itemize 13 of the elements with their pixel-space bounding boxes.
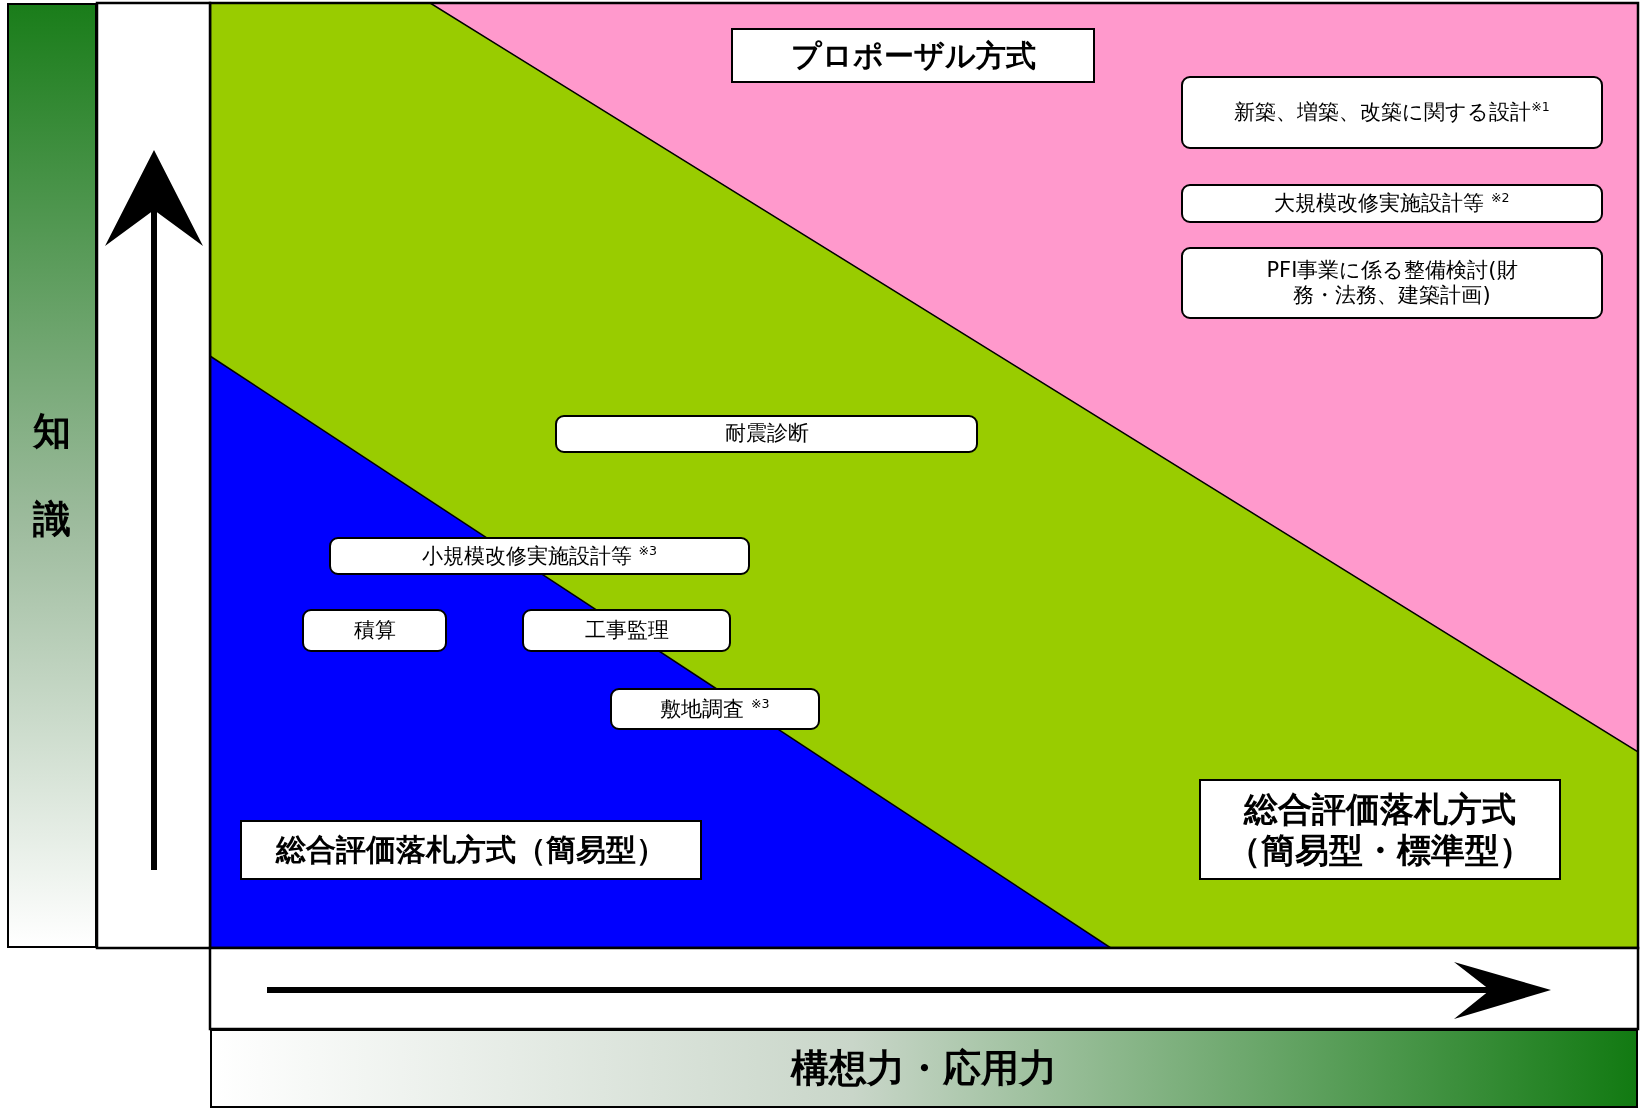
item-label: 耐震診断 [724,421,809,447]
category-label: プロポーザル方式 [790,37,1036,74]
item-label: PFI事業に係る整備検討(財務・法務、建築計画) [1265,257,1519,309]
item-label: 新築、増築、改築に関する設計$^{※1}$ [1234,99,1550,126]
item-label: 工事監理 [584,617,669,644]
item-label: 大規模改修実施設計等 $^{※2}$ [1274,190,1510,217]
item-label: 敷地調査 $^{※3}$ [660,695,770,723]
axis-label: 知識 [33,408,71,543]
category-label: 総合評価落札方式（簡易型） [276,832,666,868]
item-label: 小規模改修実施設計等 $^{※3}$ [421,542,658,570]
category-label: 総合評価落札方式（簡易型・標準型） [1226,788,1534,871]
item-label: 積算 [353,617,396,644]
axis-label: 構想力・応用力 [791,1045,1057,1092]
